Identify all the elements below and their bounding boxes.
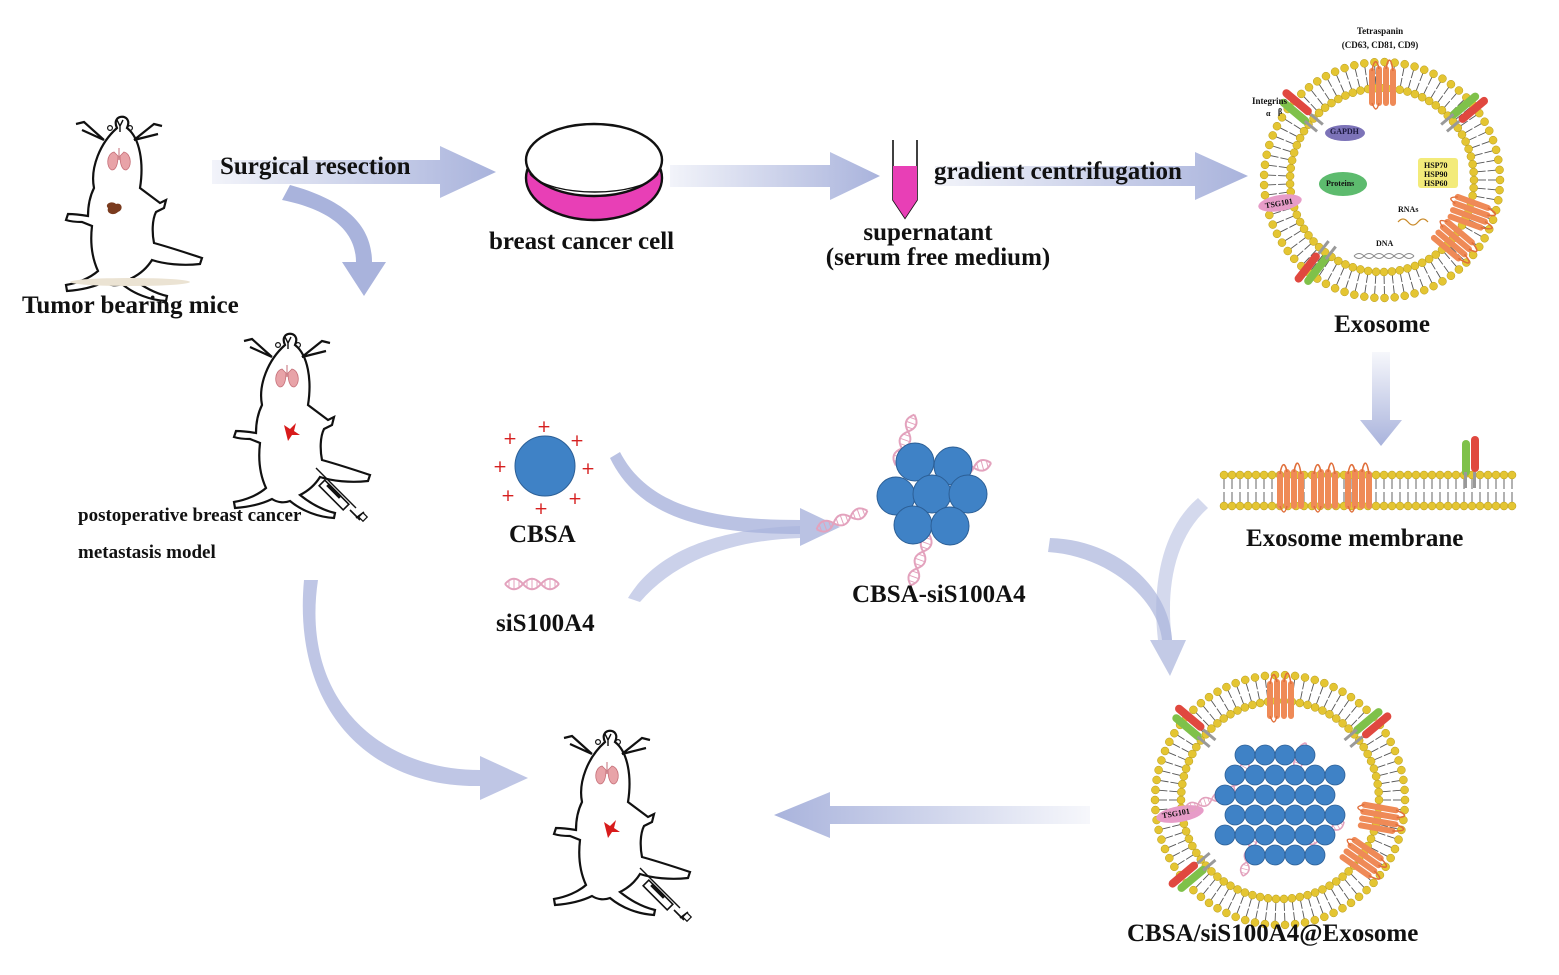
cbsa-sis100a4-complex-icon <box>815 413 993 587</box>
label-exosome: Exosome <box>1334 312 1430 337</box>
label-hsp70: HSP70 <box>1424 162 1448 170</box>
cbsa-nanoparticle <box>1285 845 1305 865</box>
cbsa-nanoparticle <box>1295 745 1315 765</box>
tetraspanin-protein <box>1270 673 1291 722</box>
label-rnas: RNAs <box>1398 206 1418 214</box>
positive-charge: + <box>568 489 582 509</box>
cbsa-nanoparticle <box>1325 765 1345 785</box>
cbsa-nanoparticle <box>1295 785 1315 805</box>
label-gradient-centrifugation: gradient centrifugation <box>934 159 1182 184</box>
label-final-product: CBSA/siS100A4@Exosome <box>1127 921 1418 946</box>
cbsa-nanoparticle <box>1295 825 1315 845</box>
cbsa-nanoparticle <box>1275 745 1295 765</box>
label-gapdh: GAPDH <box>1330 128 1359 136</box>
label-sis100a4: siS100A4 <box>496 611 595 636</box>
cbsa-nanoparticle <box>1305 845 1325 865</box>
cbsa-nanoparticle <box>1305 805 1325 825</box>
integrin-protein <box>1462 436 1479 488</box>
cbsa-particle-icon: + + + + + + + + <box>493 417 595 519</box>
label-tetraspanin-types: (CD63, CD81, CD9) <box>1342 41 1419 50</box>
final-exosome-icon <box>1151 671 1409 929</box>
arrow-model-to-treated <box>303 580 528 800</box>
cbsa-nanoparticle <box>894 506 932 544</box>
cbsa-nanoparticle <box>1255 825 1275 845</box>
label-dna: DNA <box>1376 240 1393 248</box>
label-postoperative-line1: postoperative breast cancer <box>78 506 301 525</box>
label-serum-free-medium: (serum free medium) <box>826 245 1050 270</box>
cbsa-nanoparticle <box>1235 785 1255 805</box>
label-tetraspanin: Tetraspanin <box>1357 27 1403 36</box>
rna-strand <box>1398 219 1428 225</box>
cbsa-nanoparticle <box>931 507 969 545</box>
cbsa-nanoparticle <box>1275 825 1295 845</box>
cbsa-nanoparticle <box>1245 805 1265 825</box>
label-exosome-membrane: Exosome membrane <box>1246 526 1463 551</box>
positive-charge: + <box>493 457 507 477</box>
arrow-membrane-to-final <box>1156 498 1208 640</box>
arrow-cbsa-merge <box>610 452 840 546</box>
exosome-icon <box>1257 58 1504 302</box>
label-proteins: Proteins <box>1326 180 1354 188</box>
cbsa-nanoparticle <box>1245 845 1265 865</box>
cbsa-nanoparticle <box>1225 805 1245 825</box>
label-hsp60: HSP60 <box>1424 180 1448 188</box>
cbsa-nanoparticle <box>1315 785 1335 805</box>
sirna-icon <box>505 579 559 590</box>
cbsa-nanoparticle <box>1265 845 1285 865</box>
cbsa-nanoparticle <box>1215 825 1235 845</box>
petri-dish-icon <box>526 124 662 220</box>
cbsa-nanoparticle <box>1325 805 1345 825</box>
cbsa-nanoparticle <box>1255 745 1275 765</box>
arrow-sirna-merge <box>628 526 800 602</box>
cbsa-nanoparticle <box>1215 785 1235 805</box>
positive-charge: + <box>534 499 548 519</box>
cbsa-nanoparticle <box>1285 805 1305 825</box>
label-supernatant: supernatant <box>863 220 992 245</box>
label-tumor-bearing-mice: Tumor bearing mice <box>22 293 239 318</box>
label-surgical-resection: Surgical resection <box>220 154 410 179</box>
positive-charge: + <box>501 486 515 506</box>
mouse-postoperative <box>234 334 370 518</box>
label-breast-cancer-cell: breast cancer cell <box>489 229 674 254</box>
label-integrins: Integrins <box>1252 97 1287 106</box>
arrow-mouse-to-model <box>282 185 386 296</box>
cbsa-nanoparticle <box>1235 825 1255 845</box>
flow-arrows <box>212 146 1402 838</box>
cbsa-nanoparticle <box>1265 805 1285 825</box>
centrifuge-tube-icon <box>893 140 917 218</box>
mouse-treated <box>554 731 690 915</box>
positive-charge: + <box>537 417 551 437</box>
label-cbsa: CBSA <box>509 522 576 547</box>
cbsa-nanoparticle <box>1285 765 1305 785</box>
cbsa-nanoparticle <box>1255 785 1275 805</box>
dna-strand <box>1354 254 1414 259</box>
cbsa-nanoparticle <box>1225 765 1245 785</box>
cbsa-nanoparticle <box>1315 825 1335 845</box>
positive-charge: + <box>581 459 595 479</box>
cbsa-nanoparticle <box>1275 785 1295 805</box>
arrow-to-supernatant <box>670 152 880 200</box>
cbsa-nanoparticle <box>1305 765 1325 785</box>
label-cbsa-sis100a4: CBSA-siS100A4 <box>852 582 1026 607</box>
label-postoperative-line2: metastasis model <box>78 543 216 562</box>
positive-charge: + <box>570 431 584 451</box>
arrow-exosome-to-membrane <box>1360 352 1402 446</box>
label-beta: β <box>1278 108 1282 116</box>
label-alpha: α <box>1266 110 1270 118</box>
label-hsp90: HSP90 <box>1424 171 1448 179</box>
mouse-shadow <box>70 278 190 286</box>
positive-charge: + <box>503 429 517 449</box>
mouse-tumor-bearing <box>66 117 202 301</box>
exosome-membrane-icon <box>1220 436 1516 512</box>
arrow-final-to-treated <box>774 792 1090 838</box>
cbsa-nanoparticle <box>1265 765 1285 785</box>
cbsa-nanoparticle <box>1235 745 1255 765</box>
cbsa-nanoparticle <box>1245 765 1265 785</box>
